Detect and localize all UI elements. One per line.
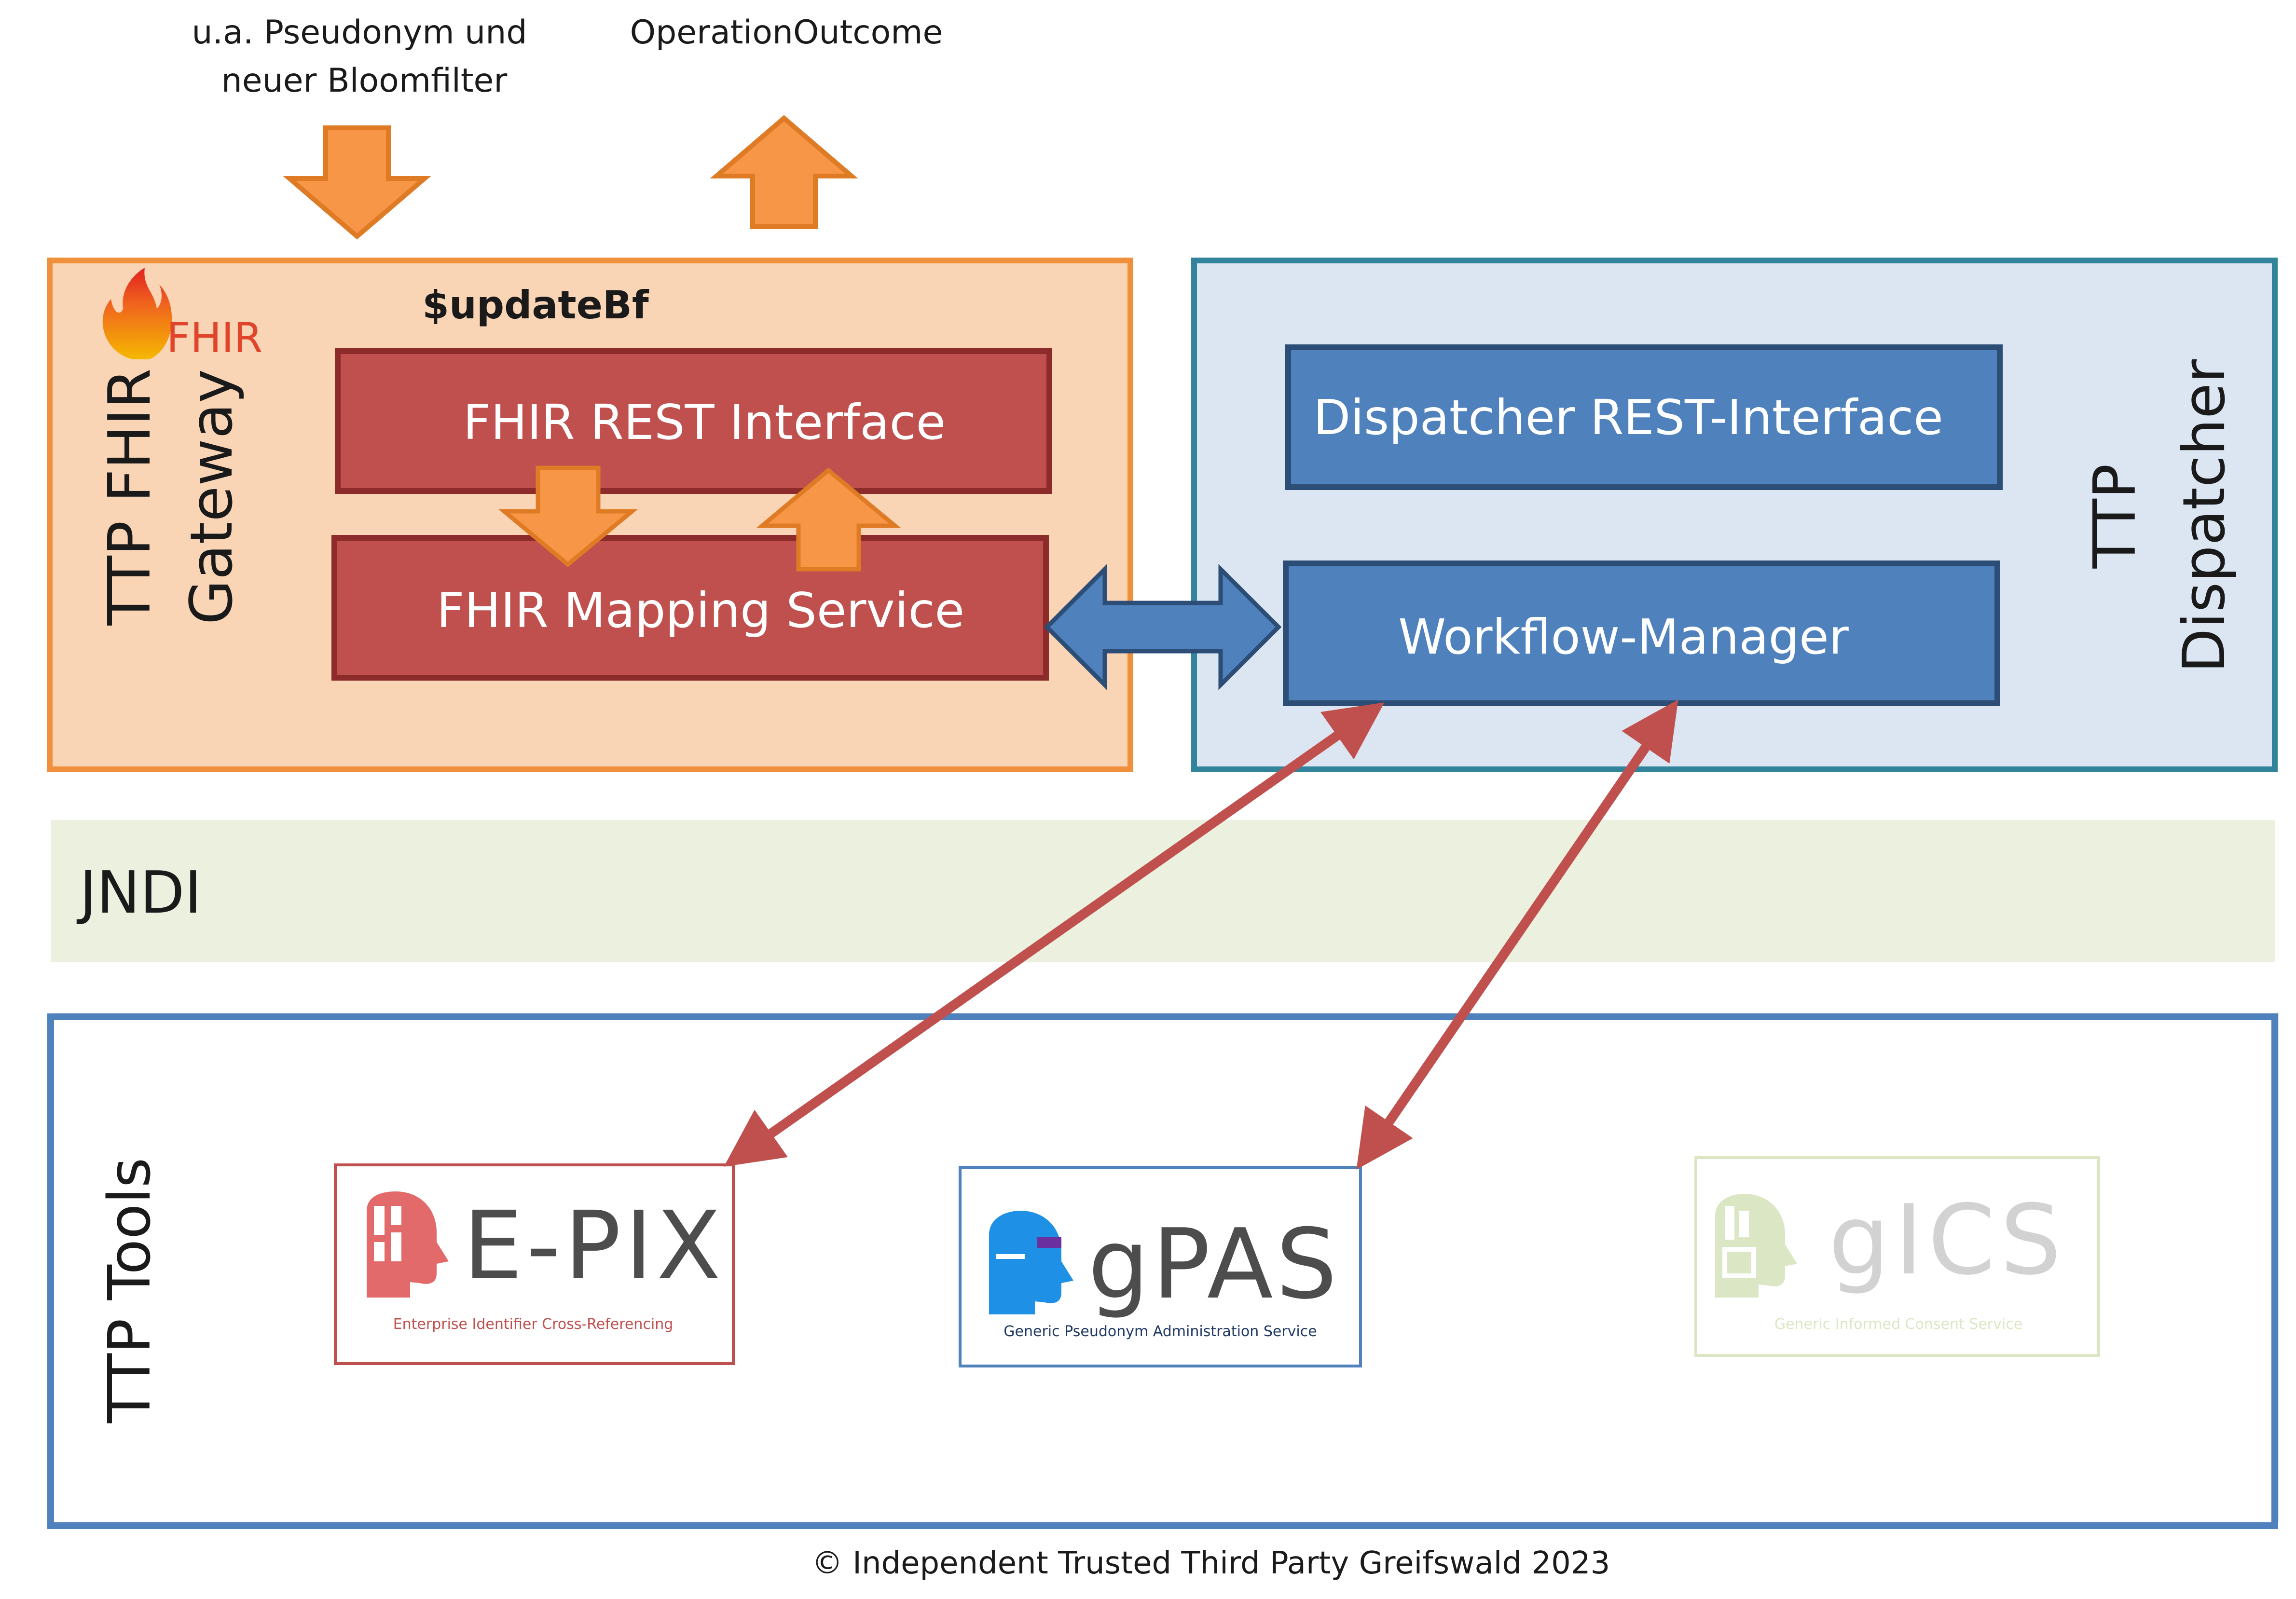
gpas-subtitle: Generic Pseudonym Administration Service: [1004, 1323, 1317, 1340]
input-label-line2: neuer Bloomfilter: [221, 62, 508, 100]
gpas-name: gPAS: [1088, 1208, 1340, 1321]
gics-name: gICS: [1829, 1184, 2066, 1297]
gateway-title-line1: TTP FHIR: [96, 368, 164, 626]
rest-to-mapping-arrow: [498, 465, 638, 567]
gateway-dispatcher-double-arrow: [1044, 564, 1282, 690]
epix-subtitle: Enterprise Identifier Cross-Referencing: [393, 1316, 674, 1333]
epix-name: E-PIX: [463, 1191, 725, 1300]
epix-head-icon: [367, 1191, 449, 1298]
tools-title: TTP Tools: [96, 1158, 164, 1424]
output-label: OperationOutcome: [630, 14, 943, 52]
copyright-footer: © Independent Trusted Third Party Greifs…: [812, 1545, 1610, 1581]
epix-logo: E-PIX Enterprise Identifier Cross-Refere…: [334, 1163, 735, 1365]
gpas-head-icon: [989, 1211, 1073, 1314]
fhir-mapping-service-box: [331, 535, 1049, 681]
fhir-rest-interface-label: FHIR REST Interface: [463, 394, 946, 451]
fhir-mapping-service-label: FHIR Mapping Service: [437, 582, 964, 639]
gateway-title-line2: Gateway: [179, 369, 246, 625]
workflow-epix-link-arrow: [724, 702, 1385, 1167]
operation-label: $updateBf: [422, 283, 649, 328]
gics-subtitle: Generic Informed Consent Service: [1774, 1316, 2022, 1333]
dispatcher-title-line1: TTP: [2082, 464, 2149, 569]
output-up-arrow: [710, 115, 858, 229]
dispatcher-rest-interface-label: Dispatcher REST-Interface: [1313, 389, 1943, 446]
input-label-line1: u.a. Pseudonym und: [192, 14, 527, 52]
jndi-label: JNDI: [76, 860, 202, 927]
jndi-band: [51, 820, 2275, 962]
dispatcher-rest-interface-box: [1285, 344, 2003, 490]
fhir-logo: FHIR: [102, 268, 262, 362]
fhir-rest-interface-box: [335, 348, 1052, 494]
workflow-manager-box: [1283, 560, 2000, 706]
workflow-manager-label: Workflow-Manager: [1398, 609, 1849, 665]
mapping-to-rest-arrow: [756, 467, 901, 572]
fhir-logo-text: FHIR: [166, 314, 262, 362]
flame-icon: [102, 268, 172, 359]
workflow-gpas-link-arrow: [1356, 699, 1678, 1170]
gics-head-icon: [1715, 1194, 1797, 1298]
dispatcher-title-line2: Dispatcher: [2171, 359, 2238, 673]
input-down-arrow: [283, 125, 431, 240]
gpas-logo: gPAS Generic Pseudonym Administration Se…: [959, 1166, 1362, 1367]
gics-logo: gICS Generic Informed Consent Service: [1694, 1156, 2100, 1357]
